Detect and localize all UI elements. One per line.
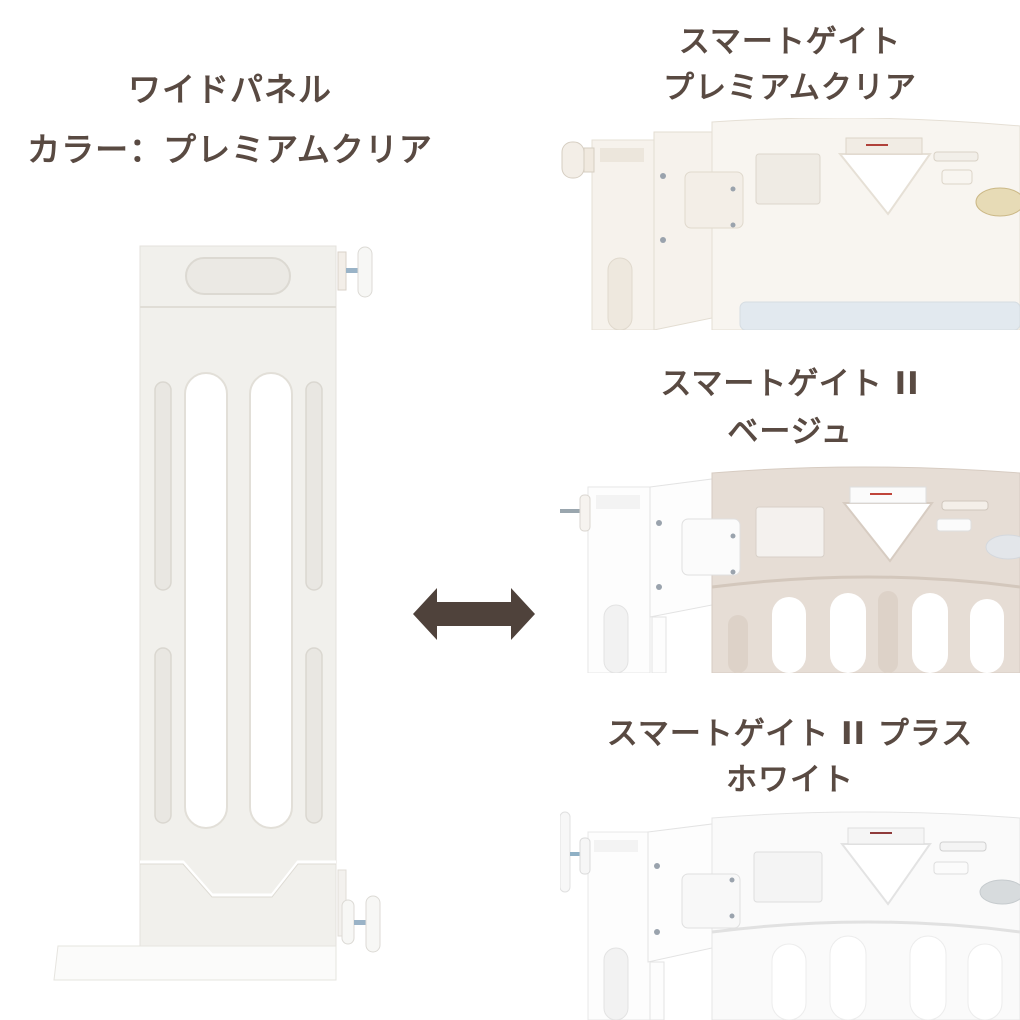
double-arrow-icon [413,588,535,640]
wide-panel-color-label: カラー：プレミアムクリア [27,130,433,169]
wide-panel-title: ワイドパネル [128,70,332,109]
product-3-name: スマートゲイト II プラス [606,716,974,752]
product-1-name: スマートゲイト [678,24,902,60]
product-2-name: スマートゲイト II [660,366,920,402]
product-2-color: ベージュ [727,414,853,450]
smart-gate-2-plus-white-photo [560,808,1020,1020]
product-3-color: ホワイト [726,762,854,798]
product-1-color: プレミアムクリア [663,70,917,106]
smart-gate-premium-clear-photo [560,118,1020,330]
wide-panel-photo [53,245,381,981]
smart-gate-2-beige-photo [560,465,1020,673]
